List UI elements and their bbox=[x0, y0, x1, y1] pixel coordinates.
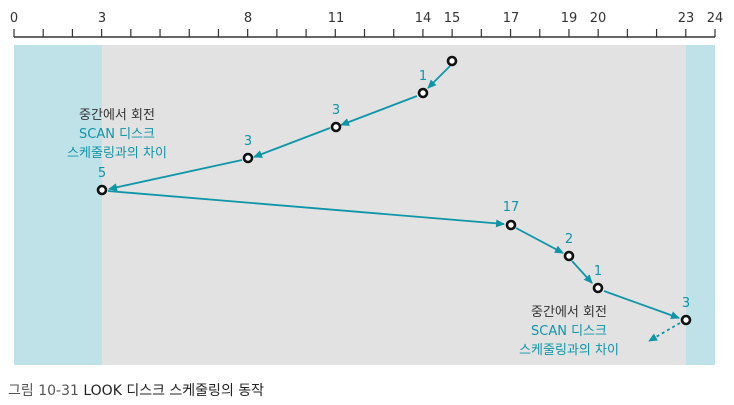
tick-label: 14 bbox=[415, 11, 432, 26]
tick-label: 3 bbox=[98, 11, 106, 26]
movement-label: 1 bbox=[419, 69, 427, 84]
right-edge-band bbox=[686, 45, 715, 365]
minor-ticks bbox=[13, 29, 716, 37]
annotation-line: SCAN 디스크 bbox=[79, 127, 155, 142]
tick-label: 0 bbox=[10, 11, 18, 26]
tick-label: 8 bbox=[244, 11, 252, 26]
request-point bbox=[592, 282, 604, 294]
request-point bbox=[417, 87, 429, 99]
annotation-line: 스케줄링과의 차이 bbox=[67, 146, 167, 161]
movement-arrow bbox=[108, 159, 243, 192]
head-movements bbox=[107, 65, 681, 342]
movement-arrow bbox=[340, 95, 418, 126]
request-point bbox=[563, 250, 575, 262]
request-point bbox=[505, 219, 517, 231]
tick-label: 11 bbox=[328, 11, 345, 26]
movement-label: 3 bbox=[332, 103, 340, 118]
movement-label: 3 bbox=[682, 296, 690, 311]
request-point bbox=[680, 314, 692, 326]
request-points bbox=[96, 55, 692, 326]
request-point bbox=[446, 55, 458, 67]
annotation-heading: 중간에서 회전 bbox=[531, 305, 607, 320]
cylinder-axis: 0 3 8 11 14 15 17 19 20 23 24 bbox=[10, 11, 723, 38]
movement-arrow bbox=[515, 227, 564, 254]
movement-arrow bbox=[571, 260, 593, 284]
request-point bbox=[330, 121, 342, 133]
left-annotation: 중간에서 회전 SCAN 디스크 스케줄링과의 차이 bbox=[67, 108, 167, 161]
movement-arrow bbox=[603, 290, 680, 320]
movement-arrow bbox=[107, 190, 505, 228]
figure-title: LOOK 디스크 스케줄링의 동작 bbox=[83, 383, 265, 399]
active-range-band bbox=[102, 45, 686, 365]
tick-label: 15 bbox=[444, 11, 461, 26]
figure-number: 그림 10-31 bbox=[8, 383, 79, 399]
left-edge-band bbox=[14, 45, 102, 365]
movement-label: 3 bbox=[244, 134, 252, 149]
tick-label: 24 bbox=[707, 11, 724, 26]
movement-label: 5 bbox=[98, 166, 106, 181]
movement-label: 2 bbox=[565, 232, 573, 247]
movement-labels: 1 3 3 5 17 2 1 3 bbox=[98, 69, 690, 311]
tick-label: 20 bbox=[590, 11, 607, 26]
movement-label: 1 bbox=[594, 264, 602, 279]
tick-labels: 0 3 8 11 14 15 17 19 20 23 24 bbox=[10, 11, 723, 26]
request-point bbox=[242, 152, 254, 164]
right-annotation: 중간에서 회전 SCAN 디스크 스케줄링과의 차이 bbox=[519, 305, 619, 358]
movement-arrow bbox=[253, 127, 331, 158]
figure-caption: 그림 10-31 LOOK 디스크 스케줄링의 동작 bbox=[8, 380, 264, 400]
tick-label: 23 bbox=[678, 11, 695, 26]
tick-label: 19 bbox=[561, 11, 578, 26]
annotation-line: 스케줄링과의 차이 bbox=[519, 343, 619, 358]
annotation-line: SCAN 디스크 bbox=[531, 324, 607, 339]
movement-arrow bbox=[427, 65, 451, 89]
request-point bbox=[96, 184, 108, 196]
tick-label: 17 bbox=[503, 11, 520, 26]
movement-label: 17 bbox=[503, 200, 520, 215]
annotation-heading: 중간에서 회전 bbox=[79, 108, 155, 123]
